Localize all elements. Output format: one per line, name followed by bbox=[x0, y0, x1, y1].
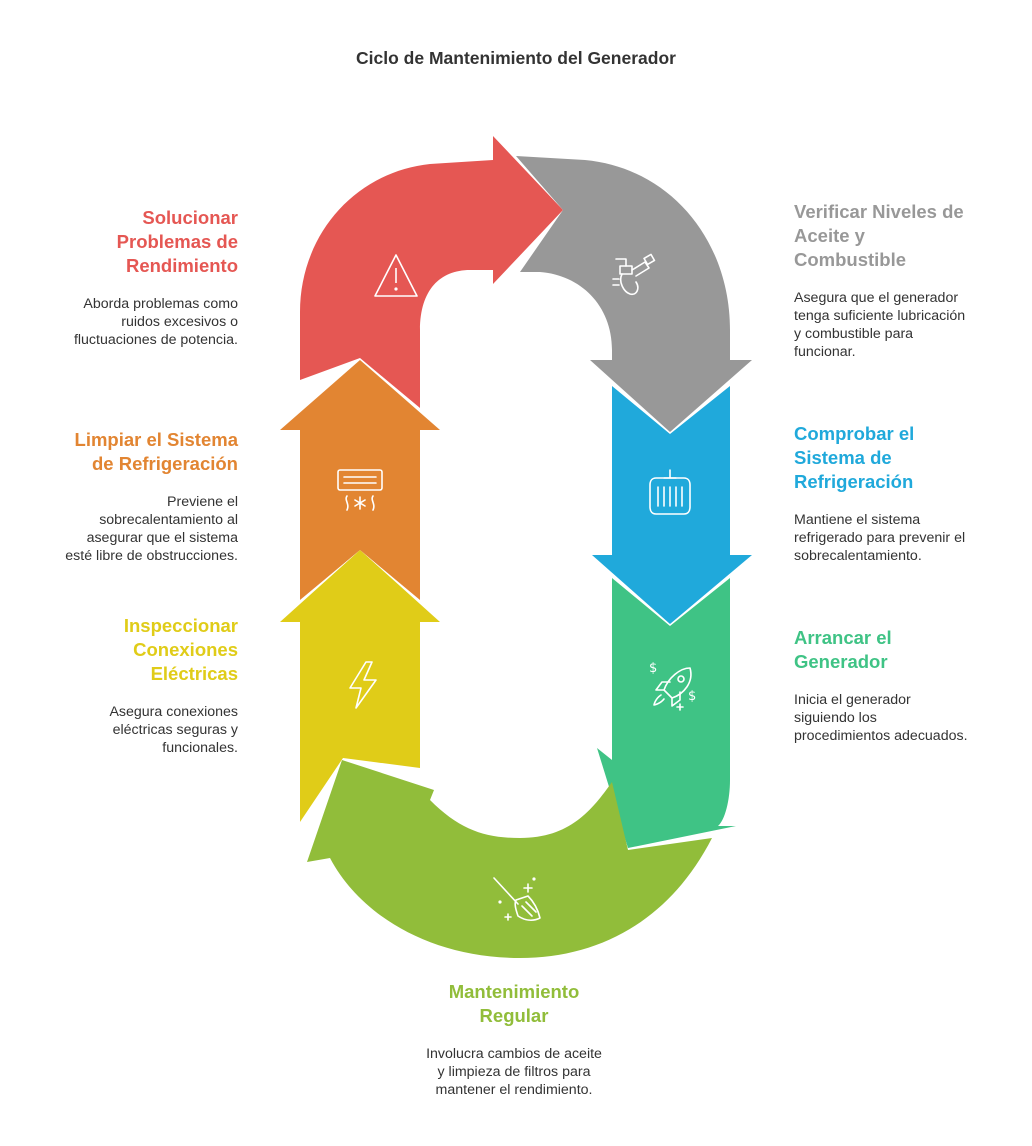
step-comprobar-desc-line: sobrecalentamiento. bbox=[794, 548, 922, 564]
step-mantenimiento-title-line: Mantenimiento bbox=[448, 981, 580, 1002]
step-limpiar-title: Limpiar el Sistema de Refrigeración bbox=[18, 428, 238, 476]
step-mantenimiento-desc-line: y limpieza de filtros para bbox=[437, 1064, 591, 1080]
segment-mantenimiento bbox=[307, 760, 712, 958]
step-comprobar: Comprobar el Sistema de Refrigeración Ma… bbox=[794, 422, 1014, 565]
step-comprobar-description: Mantiene el sistema refrigerado para pre… bbox=[794, 511, 1014, 565]
step-arrancar-desc-line: procedimientos adecuados. bbox=[794, 728, 968, 744]
step-solucionar-description: Aborda problemas como ruidos excesivos o… bbox=[18, 295, 238, 349]
step-solucionar-title-line: Solucionar bbox=[142, 207, 238, 228]
step-mantenimiento-description: Involucra cambios de aceite y limpieza d… bbox=[386, 1045, 642, 1099]
step-verificar: Verificar Niveles de Aceite y Combustibl… bbox=[794, 200, 1014, 361]
step-verificar-description: Asegura que el generador tenga suficient… bbox=[794, 289, 1014, 361]
step-verificar-title-line: Verificar Niveles de bbox=[794, 201, 964, 222]
step-mantenimiento-desc-line: Involucra cambios de aceite bbox=[426, 1046, 602, 1062]
step-comprobar-title: Comprobar el Sistema de Refrigeración bbox=[794, 422, 1014, 494]
step-arrancar-title-line: Generador bbox=[794, 651, 888, 672]
step-solucionar-title-line: Rendimiento bbox=[125, 255, 238, 276]
step-verificar-title: Verificar Niveles de Aceite y Combustibl… bbox=[794, 200, 1014, 272]
step-arrancar-title-line: Arrancar el bbox=[794, 627, 892, 648]
step-limpiar-desc-line: sobrecalentamiento al bbox=[99, 512, 238, 528]
step-comprobar-title-line: Sistema de bbox=[794, 447, 892, 468]
step-solucionar-desc-line: fluctuaciones de potencia. bbox=[73, 332, 238, 348]
step-limpiar-title-line: Limpiar el Sistema bbox=[74, 429, 238, 450]
svg-text:$: $ bbox=[688, 689, 696, 704]
rocket-icon: $ $ bbox=[649, 661, 696, 711]
step-arrancar-desc-line: Inicia el generador bbox=[794, 692, 911, 708]
radiator-icon bbox=[649, 469, 691, 515]
segment-inspeccionar bbox=[280, 550, 440, 822]
step-inspeccionar: Inspeccionar Conexiones Eléctricas Asegu… bbox=[18, 614, 238, 757]
segment-comprobar bbox=[592, 386, 752, 624]
step-inspeccionar-title: Inspeccionar Conexiones Eléctricas bbox=[18, 614, 238, 686]
step-comprobar-desc-line: Mantiene el sistema bbox=[794, 512, 921, 528]
broom-icon bbox=[493, 877, 541, 921]
step-verificar-desc-line: y combustible para bbox=[794, 326, 914, 342]
air-conditioner-icon bbox=[337, 469, 383, 511]
step-inspeccionar-title-line: Inspeccionar bbox=[123, 615, 238, 636]
step-mantenimiento: Mantenimiento Regular Involucra cambios … bbox=[386, 980, 642, 1099]
step-verificar-desc-line: tenga suficiente lubricación bbox=[794, 308, 966, 324]
step-limpiar-desc-line: asegurar que el sistema bbox=[86, 530, 238, 546]
step-limpiar-desc-line: Previene el bbox=[167, 494, 238, 510]
step-verificar-title-line: Combustible bbox=[794, 249, 907, 270]
step-inspeccionar-desc-line: eléctricas seguras y bbox=[112, 722, 238, 738]
step-verificar-title-line: Aceite y bbox=[794, 225, 865, 246]
warning-icon bbox=[374, 254, 418, 297]
fuel-pump-icon bbox=[612, 253, 656, 296]
step-verificar-desc-line: funcionar. bbox=[794, 344, 856, 360]
step-inspeccionar-desc-line: funcionales. bbox=[162, 740, 238, 756]
step-mantenimiento-title: Mantenimiento Regular bbox=[386, 980, 642, 1028]
segment-arrancar bbox=[597, 578, 736, 848]
step-inspeccionar-title-line: Eléctricas bbox=[150, 663, 238, 684]
step-inspeccionar-description: Asegura conexiones eléctricas seguras y … bbox=[18, 703, 238, 757]
step-verificar-desc-line: Asegura que el generador bbox=[794, 290, 959, 306]
step-solucionar-title-line: Problemas de bbox=[116, 231, 238, 252]
step-limpiar-title-line: de Refrigeración bbox=[92, 453, 238, 474]
step-solucionar: Solucionar Problemas de Rendimiento Abor… bbox=[18, 206, 238, 349]
step-solucionar-title: Solucionar Problemas de Rendimiento bbox=[18, 206, 238, 278]
step-mantenimiento-title-line: Regular bbox=[479, 1005, 549, 1026]
step-arrancar: Arrancar el Generador Inicia el generado… bbox=[794, 626, 1014, 745]
step-solucionar-desc-line: ruidos excesivos o bbox=[121, 314, 238, 330]
step-comprobar-desc-line: refrigerado para prevenir el bbox=[794, 530, 966, 546]
step-arrancar-title: Arrancar el Generador bbox=[794, 626, 1014, 674]
step-limpiar-description: Previene el sobrecalentamiento al asegur… bbox=[18, 493, 238, 565]
step-limpiar-desc-line: esté libre de obstrucciones. bbox=[65, 548, 238, 564]
lightning-icon bbox=[349, 661, 377, 709]
step-solucionar-desc-line: Aborda problemas como bbox=[83, 296, 238, 312]
step-arrancar-desc-line: siguiendo los bbox=[794, 710, 877, 726]
step-comprobar-title-line: Comprobar el bbox=[794, 423, 915, 444]
step-inspeccionar-desc-line: Asegura conexiones bbox=[109, 704, 238, 720]
step-limpiar: Limpiar el Sistema de Refrigeración Prev… bbox=[18, 428, 238, 565]
step-mantenimiento-desc-line: mantener el rendimiento. bbox=[435, 1082, 593, 1098]
segment-solucionar bbox=[300, 136, 563, 408]
diagram-title: Ciclo de Mantenimiento del Generador bbox=[356, 48, 676, 68]
step-inspeccionar-title-line: Conexiones bbox=[133, 639, 238, 660]
svg-text:$: $ bbox=[649, 661, 657, 676]
step-comprobar-title-line: Refrigeración bbox=[794, 471, 914, 492]
step-arrancar-description: Inicia el generador siguiendo los proced… bbox=[794, 691, 1014, 745]
segment-limpiar bbox=[280, 360, 440, 600]
